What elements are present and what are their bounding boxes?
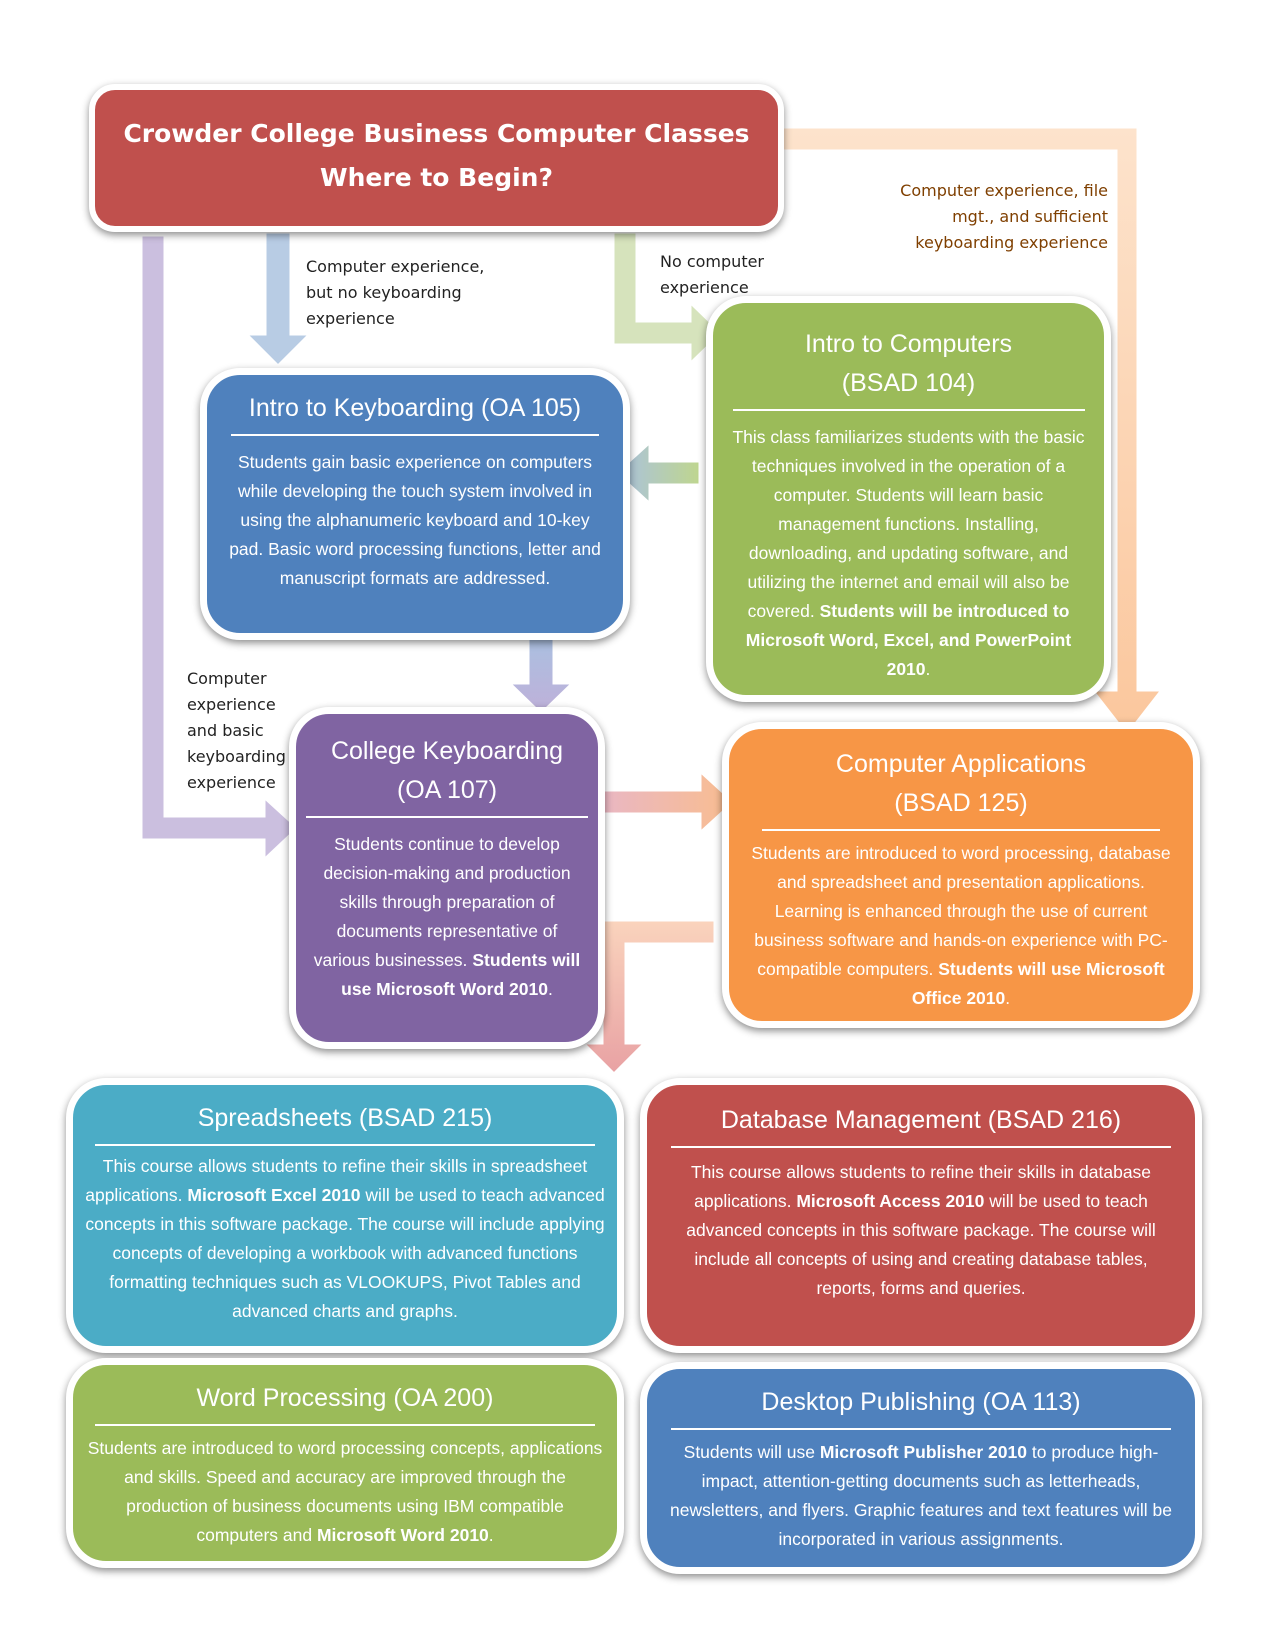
course-box-oa105: Intro to Keyboarding (OA 105) Students g…: [200, 368, 630, 640]
course-description: Students continue to develop decision-ma…: [313, 834, 581, 999]
course-title: Desktop Publishing (OA 113): [671, 1383, 1171, 1430]
course-title: Intro to Keyboarding (OA 105): [231, 389, 599, 436]
course-title: College Keyboarding (OA 107): [306, 732, 588, 818]
course-title: Computer Applications (BSAD 125): [762, 745, 1160, 831]
page-title: Crowder College Business Computer Classe…: [123, 119, 750, 148]
arrow-header-to-oa105: [242, 230, 314, 369]
course-description: This class familiarizes students with th…: [732, 427, 1085, 679]
course-box-bsad215: Spreadsheets (BSAD 215) This course allo…: [66, 1078, 624, 1353]
course-box-oa107: College Keyboarding (OA 107) Students co…: [289, 707, 605, 1049]
course-description: Students are introduced to word processi…: [751, 843, 1171, 1008]
course-description: This course allows students to refine th…: [686, 1162, 1156, 1298]
path-note-keyboarding: Computer experience, but no keyboarding …: [306, 257, 485, 328]
arrow-header-to-bsad125: [778, 125, 1166, 738]
course-box-oa200: Word Processing (OA 200) Students are in…: [66, 1358, 624, 1568]
course-description: This course allows students to refine th…: [85, 1156, 605, 1321]
arrow-bsad125-to-advanced: [579, 918, 717, 1077]
arrow-header-to-oa107: [139, 233, 301, 864]
course-box-oa113: Desktop Publishing (OA 113) Students wil…: [640, 1362, 1202, 1574]
path-note-college-keyboarding: Computer experience and basic keyboardin…: [187, 669, 286, 792]
course-description: Students gain basic experience on comput…: [229, 452, 601, 588]
course-box-bsad104: Intro to Computers (BSAD 104) This class…: [706, 296, 1111, 702]
course-title: Intro to Computers (BSAD 104): [732, 325, 1085, 411]
arrow-header-to-bsad104: [611, 230, 725, 368]
arrow-bsad104-to-oa105: [613, 438, 702, 508]
path-note-intro-computers: No computer experience: [660, 252, 765, 297]
arrow-oa107-to-bsad125: [598, 767, 737, 837]
page-subtitle: Where to Begin?: [320, 163, 553, 192]
course-description: Students will use Microsoft Publisher 20…: [670, 1442, 1172, 1549]
course-box-bsad216: Database Management (BSAD 216) This cour…: [640, 1078, 1202, 1353]
arrow-oa105-to-oa107: [505, 630, 577, 717]
header-box: Crowder College Business Computer Classe…: [89, 84, 784, 232]
course-description: Students are introduced to word processi…: [87, 1438, 603, 1545]
course-title: Word Processing (OA 200): [95, 1379, 595, 1426]
course-title: Database Management (BSAD 216): [671, 1101, 1171, 1148]
course-title: Spreadsheets (BSAD 215): [95, 1099, 595, 1146]
course-box-bsad125: Computer Applications (BSAD 125) Student…: [722, 722, 1200, 1028]
path-note-applications: Computer experience, file mgt., and suff…: [900, 181, 1108, 252]
